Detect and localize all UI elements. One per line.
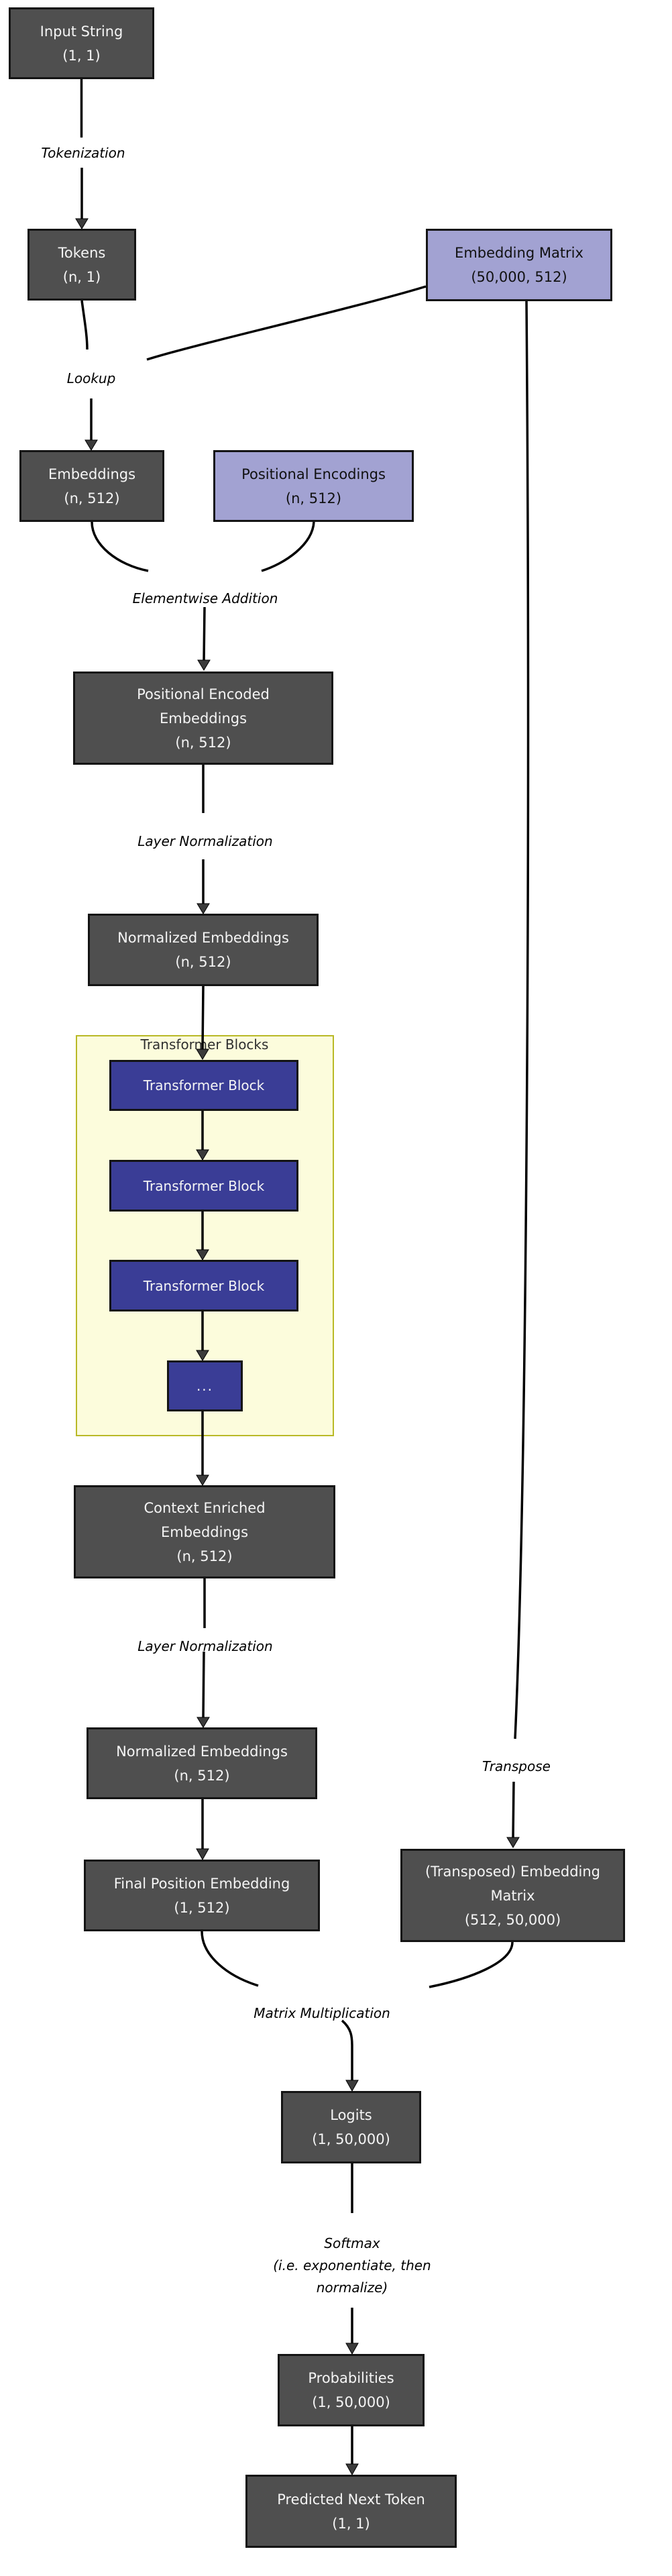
pee-line1: Positional Encoded: [137, 686, 270, 702]
edge-embedding-matrix-to-transpose: [514, 301, 530, 1739]
tb1-label: Transformer Block: [143, 1077, 265, 1093]
edge-layernorm2-to-ne2: [202, 1651, 205, 1719]
cee-line2: Embeddings: [160, 1523, 249, 1540]
logits-shape: (1, 50,000): [312, 2131, 390, 2147]
tokens-shape: (n, 1): [62, 268, 101, 285]
transformer-block-2-node: Transformer Block: [109, 1160, 298, 1212]
arrowhead-fpe: [196, 1848, 209, 1861]
tem-line1: (Transposed) Embedding: [425, 1863, 601, 1880]
edge-transpose-to-transposed-matrix: [512, 1781, 515, 1839]
positional-encodings-label: Positional Encodings: [241, 466, 386, 482]
edge-elementwise-to-pee: [203, 606, 206, 661]
arrowhead-transposed-matrix: [506, 1837, 520, 1848]
edge-embedding-matrix-to-lookup: [146, 285, 427, 361]
softmax-edge-label: Softmax (i.e. exponentiate, then normali…: [273, 2233, 431, 2299]
pnt-label: Predicted Next Token: [277, 2491, 425, 2508]
predicted-next-token-node: Predicted Next Token (1, 1): [245, 2475, 457, 2548]
cee-shape: (n, 512): [176, 1548, 233, 1564]
pee-shape: (n, 512): [175, 734, 231, 751]
transpose-edge-label: Transpose: [482, 1758, 551, 1774]
fpe-shape: (1, 512): [174, 1899, 230, 1916]
fpe-label: Final Position Embedding: [113, 1875, 290, 1892]
arrowhead-logits: [345, 2080, 359, 2092]
layer-normalization-2-edge-label: Layer Normalization: [137, 1638, 273, 1654]
input-string-shape: (1, 1): [62, 47, 101, 64]
arrowhead-pee: [197, 659, 211, 671]
embedding-matrix-node: Embedding Matrix (50,000, 512): [426, 229, 612, 301]
probabilities-node: Probabilities (1, 50,000): [278, 2354, 425, 2426]
arrowhead-embeddings: [85, 439, 98, 451]
embeddings-node: Embeddings (n, 512): [19, 450, 164, 522]
tokens-node: Tokens (n, 1): [27, 229, 136, 301]
tb2-label: Transformer Block: [143, 1177, 265, 1194]
transformer-block-1-node: Transformer Block: [109, 1060, 298, 1111]
ne1-shape: (n, 512): [175, 954, 231, 970]
edge-matmul-to-logits: [341, 2019, 353, 2081]
edge-positional-encodings-to-elementwise: [261, 521, 315, 572]
matrix-multiplication-edge-label: Matrix Multiplication: [254, 2005, 390, 2021]
arrowhead-ne1: [197, 903, 210, 914]
softmax-line-2: (i.e. exponentiate, then: [273, 2257, 431, 2273]
softmax-line-1: Softmax: [324, 2235, 380, 2251]
embeddings-shape: (n, 512): [64, 490, 120, 506]
embedding-matrix-label: Embedding Matrix: [455, 245, 583, 261]
input-string-node: Input String (1, 1): [9, 7, 154, 79]
elementwise-addition-edge-label: Elementwise Addition: [132, 590, 278, 606]
arrowhead-ne2: [197, 1717, 210, 1728]
lookup-edge-label: Lookup: [66, 370, 116, 386]
tem-shape: (512, 50,000): [464, 1911, 561, 1928]
tem-line2: Matrix: [490, 1887, 535, 1904]
probabilities-shape: (1, 50,000): [312, 2394, 390, 2410]
edge-tokens-to-lookup: [80, 300, 89, 350]
arrowhead-context: [196, 1474, 209, 1486]
positional-encodings-shape: (n, 512): [285, 490, 342, 506]
input-string-label: Input String: [40, 23, 123, 40]
ne2-label: Normalized Embeddings: [116, 1743, 288, 1760]
positional-encodings-node: Positional Encodings (n, 512): [213, 450, 414, 522]
softmax-line-3: normalize): [316, 2279, 388, 2296]
ne1-label: Normalized Embeddings: [117, 930, 289, 946]
positional-encoded-embeddings-node: Positional Encoded Embeddings (n, 512): [73, 672, 333, 765]
tb-ellipsis-label: ...: [196, 1378, 214, 1394]
transformer-block-ellipsis-node: ...: [167, 1360, 243, 1411]
cee-line1: Context Enriched: [144, 1499, 266, 1516]
normalized-embeddings-1-node: Normalized Embeddings (n, 512): [88, 914, 319, 986]
edge-transposed-to-matmul: [429, 1941, 514, 1988]
arrowhead-tokens: [75, 218, 89, 229]
ne2-shape: (n, 512): [174, 1767, 230, 1784]
transformer-block-3-node: Transformer Block: [109, 1260, 298, 1311]
layer-normalization-1-edge-label: Layer Normalization: [137, 833, 273, 849]
tokens-label: Tokens: [58, 244, 106, 261]
edge-embeddings-to-elementwise: [91, 521, 149, 572]
final-position-embedding-node: Final Position Embedding (1, 512): [84, 1860, 320, 1931]
pnt-shape: (1, 1): [332, 2515, 370, 2532]
logits-node: Logits (1, 50,000): [281, 2091, 421, 2163]
transposed-embedding-matrix-node: (Transposed) Embedding Matrix (512, 50,0…: [400, 1849, 625, 1942]
edge-fpe-to-matmul: [201, 1931, 259, 1987]
tb3-label: Transformer Block: [143, 1277, 265, 1294]
arrowhead-probabilities: [345, 2343, 359, 2355]
embeddings-label: Embeddings: [48, 466, 136, 482]
normalized-embeddings-2-node: Normalized Embeddings (n, 512): [87, 1727, 317, 1799]
probabilities-label: Probabilities: [308, 2370, 394, 2386]
embedding-matrix-shape: (50,000, 512): [471, 269, 567, 285]
logits-label: Logits: [330, 2107, 372, 2123]
tokenization-edge-label: Tokenization: [41, 145, 125, 161]
transformer-blocks-cluster-label: Transformer Blocks: [140, 1036, 269, 1053]
arrowhead-predicted: [345, 2463, 359, 2476]
context-enriched-embeddings-node: Context Enriched Embeddings (n, 512): [74, 1485, 335, 1578]
pee-line2: Embeddings: [159, 710, 247, 727]
